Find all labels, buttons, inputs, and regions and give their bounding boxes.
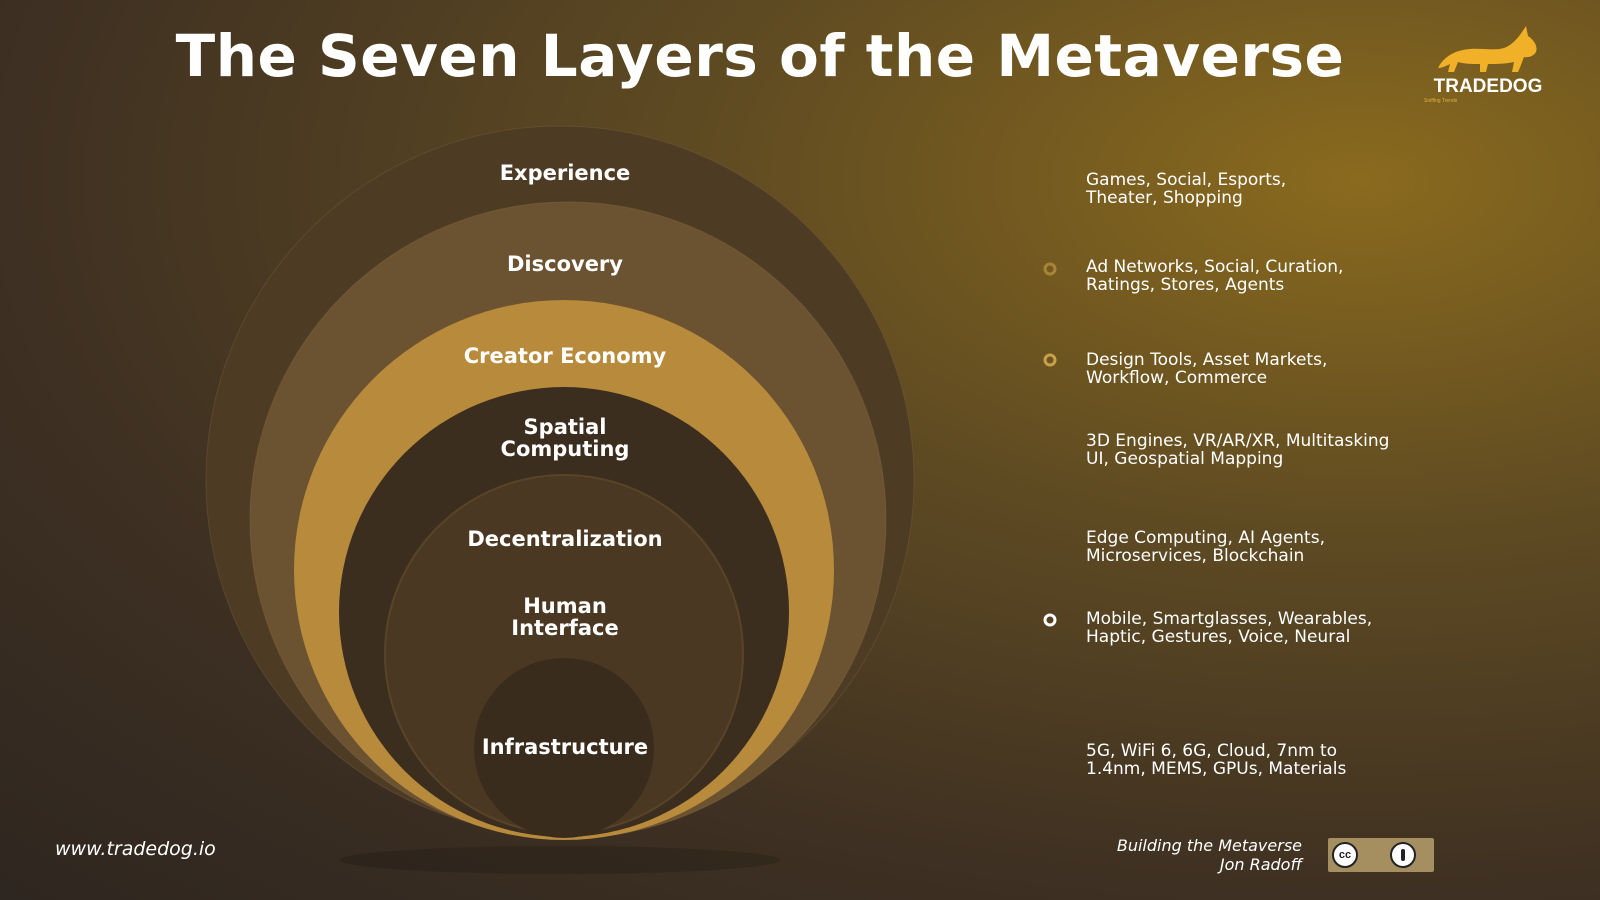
license-badge: cc <box>1328 838 1434 872</box>
layer-label-spatial-1: Spatial <box>524 415 607 439</box>
layer-label-discovery: Discovery <box>507 252 623 276</box>
layer-label-creator-economy: Creator Economy <box>464 344 667 368</box>
page-title: The Seven Layers of the Metaverse <box>175 22 1345 90</box>
by-icon <box>1390 842 1416 868</box>
brand-name: TRADEDOG <box>1433 76 1543 97</box>
source-credit: Building the Metaverse Jon Radoff <box>1116 836 1302 874</box>
layer-label-human-1: Human <box>523 594 607 618</box>
layer-label-decentralization: Decentralization <box>467 527 662 551</box>
reflection <box>340 846 780 874</box>
layer-description-creator-economy: Design Tools, Asset Markets, Workflow, C… <box>1086 350 1328 388</box>
layer-label-infrastructure: Infrastructure <box>482 735 648 759</box>
layer-description-infrastructure: 5G, WiFi 6, 6G, Cloud, 7nm to 1.4nm, MEM… <box>1086 741 1347 779</box>
layer-label-experience: Experience <box>500 161 631 185</box>
ring-infrastructure <box>474 658 654 838</box>
layer-description-discovery: Ad Networks, Social, Curation, Ratings, … <box>1086 257 1344 295</box>
layer-label-human-2: Interface <box>511 616 618 640</box>
bullet-icon <box>1043 353 1057 367</box>
bullet-icon <box>1043 613 1057 627</box>
dog-icon <box>1438 26 1537 72</box>
bullet-icon <box>1043 262 1057 276</box>
website-link[interactable]: www.tradedog.io <box>55 838 216 860</box>
layer-description-decentralization: Edge Computing, AI Agents, Microservices… <box>1086 528 1325 566</box>
layer-label-spatial-2: Computing <box>501 437 630 461</box>
layer-description-spatial-computing: 3D Engines, VR/AR/XR, Multitasking UI, G… <box>1086 431 1390 469</box>
brand-tagline: Sniffing Trends <box>1424 98 1458 104</box>
layer-description-human-interface: Mobile, Smartglasses, Wearables, Haptic,… <box>1086 609 1373 647</box>
tradedog-logo: TRADEDOG Sniffing Trends <box>1420 24 1556 104</box>
layer-description-experience: Games, Social, Esports, Theater, Shoppin… <box>1086 170 1287 208</box>
cc-icon: cc <box>1332 842 1358 868</box>
